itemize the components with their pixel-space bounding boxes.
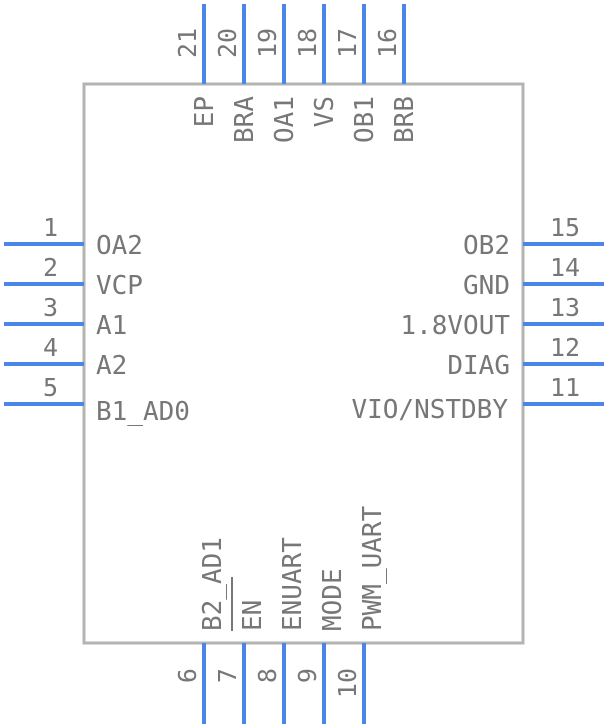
pin-17-label: OB1 — [350, 96, 380, 143]
pin-16-number: 16 — [373, 28, 402, 58]
pin-10-label: PWM_UART — [358, 505, 388, 631]
pin-18-label: VS — [310, 96, 340, 127]
pin-7: 7 EN — [213, 577, 268, 724]
left-pins: 1 OA2 2 VCP 3 A1 4 A2 5 B1_AD0 — [4, 213, 190, 427]
pin-15: 15 OB2 — [463, 213, 604, 261]
pin-12-number: 12 — [550, 333, 580, 362]
pin-6-number: 6 — [173, 668, 202, 683]
pin-13-label: 1.8VOUT — [400, 311, 510, 341]
pin-20-number: 20 — [213, 28, 242, 58]
pin-13: 13 1.8VOUT — [400, 293, 604, 341]
pin-1-number: 1 — [43, 213, 58, 242]
pin-16-label: BRB — [390, 96, 420, 143]
right-pins: 15 OB2 14 GND 13 1.8VOUT 12 DIAG 11 VIO/… — [351, 213, 604, 425]
pin-21-label: EP — [190, 96, 220, 127]
pin-11-label: VIO/NSTDBY — [351, 395, 508, 425]
pin-20-label: BRA — [230, 96, 260, 143]
pin-9: 9 MODE — [293, 568, 348, 724]
pin-15-number: 15 — [550, 213, 580, 242]
pin-2: 2 VCP — [4, 253, 143, 301]
ic-body — [82, 82, 525, 645]
bottom-pins: 6 B2_AD1 7 EN 8 ENUART 9 MODE 10 PWM_UAR… — [173, 505, 388, 724]
pin-19: 19 OA1 — [253, 4, 300, 143]
pin-3-number: 3 — [43, 293, 58, 322]
pin-14: 14 GND — [463, 253, 604, 301]
pin-9-number: 9 — [293, 668, 322, 683]
pin-1-label: OA2 — [96, 231, 143, 261]
pin-3: 3 A1 — [4, 293, 127, 341]
pin-10-number: 10 — [333, 668, 362, 698]
pin-15-label: OB2 — [463, 231, 510, 261]
pin-13-number: 13 — [550, 293, 580, 322]
pin-8-number: 8 — [253, 668, 282, 683]
pin-6-label: B2_AD1 — [198, 537, 228, 631]
pin-11: 11 VIO/NSTDBY — [351, 373, 604, 425]
pin-14-label: GND — [463, 271, 510, 301]
pin-5-label: B1_AD0 — [96, 397, 190, 427]
pin-12: 12 DIAG — [447, 333, 604, 381]
pin-11-number: 11 — [550, 373, 580, 402]
pin-5-number: 5 — [43, 373, 58, 402]
pin-19-label: OA1 — [270, 96, 300, 143]
pin-10: 10 PWM_UART — [333, 505, 388, 724]
pin-7-number: 7 — [213, 668, 242, 683]
pin-17: 17 OB1 — [333, 4, 380, 143]
pin-9-label: MODE — [318, 568, 348, 631]
pin-4-number: 4 — [43, 333, 58, 362]
pin-8-label: ENUART — [278, 537, 308, 631]
pin-4: 4 A2 — [4, 333, 127, 381]
pin-17-number: 17 — [333, 28, 362, 58]
pin-2-label: VCP — [96, 271, 143, 301]
pin-18-number: 18 — [293, 28, 322, 58]
pin-1: 1 OA2 — [4, 213, 143, 261]
pin-6: 6 B2_AD1 — [173, 537, 228, 724]
pin-2-number: 2 — [43, 253, 58, 282]
pin-3-label: A1 — [96, 311, 127, 341]
pin-14-number: 14 — [550, 253, 580, 282]
pin-4-label: A2 — [96, 351, 127, 381]
pin-21-number: 21 — [173, 28, 202, 58]
top-pins: 21 EP 20 BRA 19 OA1 18 VS 17 OB1 16 BRB — [173, 4, 420, 143]
pin-12-label: DIAG — [447, 351, 510, 381]
pin-19-number: 19 — [253, 28, 282, 58]
pin-18: 18 VS — [293, 4, 340, 127]
pin-5: 5 B1_AD0 — [4, 373, 190, 427]
pin-21: 21 EP — [173, 4, 220, 127]
pin-16: 16 BRB — [373, 4, 420, 143]
pin-7-label: EN — [238, 600, 268, 631]
pin-20: 20 BRA — [213, 4, 260, 143]
pin-8: 8 ENUART — [253, 537, 308, 724]
